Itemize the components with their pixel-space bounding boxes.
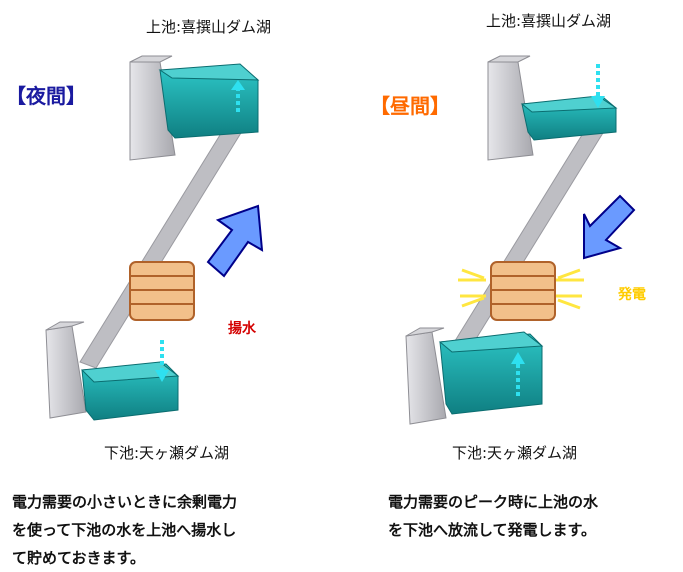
day-description-line: を下池へ放流して発電します。 <box>388 521 597 539</box>
night-pump-arrow <box>206 204 264 278</box>
day-discharge-arrow <box>583 194 636 260</box>
night-description: 電力需要の小さいときに余剰電力 を使って下池の水を上池へ揚水し て貯めておきます… <box>12 488 342 572</box>
night-lower-flow-arrow <box>155 340 169 382</box>
day-upper-label: 上池:喜撰山ダム湖 <box>486 12 612 30</box>
night-upper-flow-arrow <box>231 80 245 112</box>
pump-label: 揚水 <box>228 321 256 337</box>
day-lower-reservoir <box>405 327 544 425</box>
night-upper-label: 上池:喜撰山ダム湖 <box>146 18 272 36</box>
day-lower-label: 下池:天ヶ瀬ダム湖 <box>452 444 578 462</box>
day-description-line: 電力需要のピーク時に上池の水 <box>388 493 599 511</box>
day-turbine-generator <box>490 261 556 321</box>
day-upper-reservoir <box>487 55 618 161</box>
night-description-line: 電力需要の小さいときに余剰電力 <box>12 493 238 511</box>
night-pump-turbine <box>129 261 195 321</box>
day-generation-sparks <box>458 268 584 310</box>
night-lower-label: 下池:天ヶ瀬ダム湖 <box>104 444 230 462</box>
day-lower-flow-arrow <box>511 352 525 396</box>
generation-label: 発電 <box>618 287 646 303</box>
night-badge: 【夜間】 <box>6 84 86 108</box>
night-description-line: て貯めておきます。 <box>12 549 146 567</box>
day-description: 電力需要のピーク時に上池の水 を下池へ放流して発電します。 <box>388 488 678 544</box>
day-upper-flow-arrow <box>591 64 605 108</box>
night-lower-reservoir <box>45 321 180 421</box>
day-badge: 【昼間】 <box>370 94 450 118</box>
night-description-line: を使って下池の水を上池へ揚水し <box>12 521 237 539</box>
